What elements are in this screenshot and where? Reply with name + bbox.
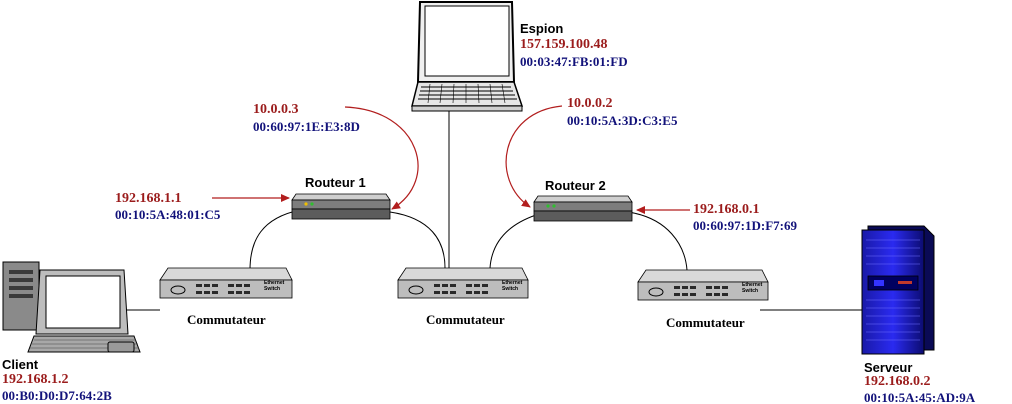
cable-switch-mid-router2 xyxy=(489,214,537,269)
switch-left-icon xyxy=(159,267,293,299)
espion-name: Espion xyxy=(520,21,564,36)
switch-right-icon xyxy=(637,269,769,301)
client-ip: 192.168.1.2 xyxy=(2,372,69,387)
arrows xyxy=(212,105,690,214)
router2-wan-ip: 10.0.0.2 xyxy=(567,96,613,111)
desktop-computer-icon xyxy=(2,261,141,353)
router2-name: Routeur 2 xyxy=(545,178,606,193)
espion-mac: 00:03:47:FB:01:FD xyxy=(520,54,628,69)
router2-lan-mac: 00:60:97:1D:F7:69 xyxy=(693,218,797,233)
router2-wan-mac: 00:10:5A:3D:C3:E5 xyxy=(567,113,678,128)
switch-left-label: Commutateur xyxy=(187,312,266,327)
router2-lan-ip: 192.168.0.1 xyxy=(693,202,760,217)
cables xyxy=(120,110,862,311)
laptop-icon xyxy=(411,1,524,112)
switch-mid-icon xyxy=(397,267,529,299)
router-2-icon xyxy=(533,195,633,222)
arrow-r1-wan xyxy=(344,106,419,210)
cable-switch-left-router1 xyxy=(249,209,301,271)
serveur-mac: 00:10:5A:45:AD:9A xyxy=(864,390,976,404)
router1-lan-mac: 00:10:5A:48:01:C5 xyxy=(115,207,221,222)
espion-ip: 157.159.100.48 xyxy=(520,37,608,52)
router1-wan-ip: 10.0.0.3 xyxy=(253,102,299,117)
serveur-ip: 192.168.0.2 xyxy=(864,374,931,389)
cable-router2-switch-right xyxy=(627,211,688,271)
router1-wan-mac: 00:60:97:1E:E3:8D xyxy=(253,119,360,134)
switch-right-label: Commutateur xyxy=(666,315,745,330)
router-1-icon xyxy=(291,193,391,220)
switch-right-badge: Ethernet Switch xyxy=(742,282,763,294)
router1-name: Routeur 1 xyxy=(305,175,366,190)
router1-lan-ip: 192.168.1.1 xyxy=(115,191,182,206)
server-tower-icon xyxy=(861,225,935,355)
client-name: Client xyxy=(2,357,39,372)
switch-mid-badge: Ethernet Switch xyxy=(502,280,523,292)
cable-router1-switch-mid xyxy=(389,211,446,269)
switch-left-badge: Ethernet Switch xyxy=(264,280,285,292)
serveur-name: Serveur xyxy=(864,360,913,375)
switch-mid-label: Commutateur xyxy=(426,312,505,327)
client-mac: 00:B0:D0:D7:64:2B xyxy=(2,388,112,403)
arrow-r2-wan xyxy=(505,105,563,208)
